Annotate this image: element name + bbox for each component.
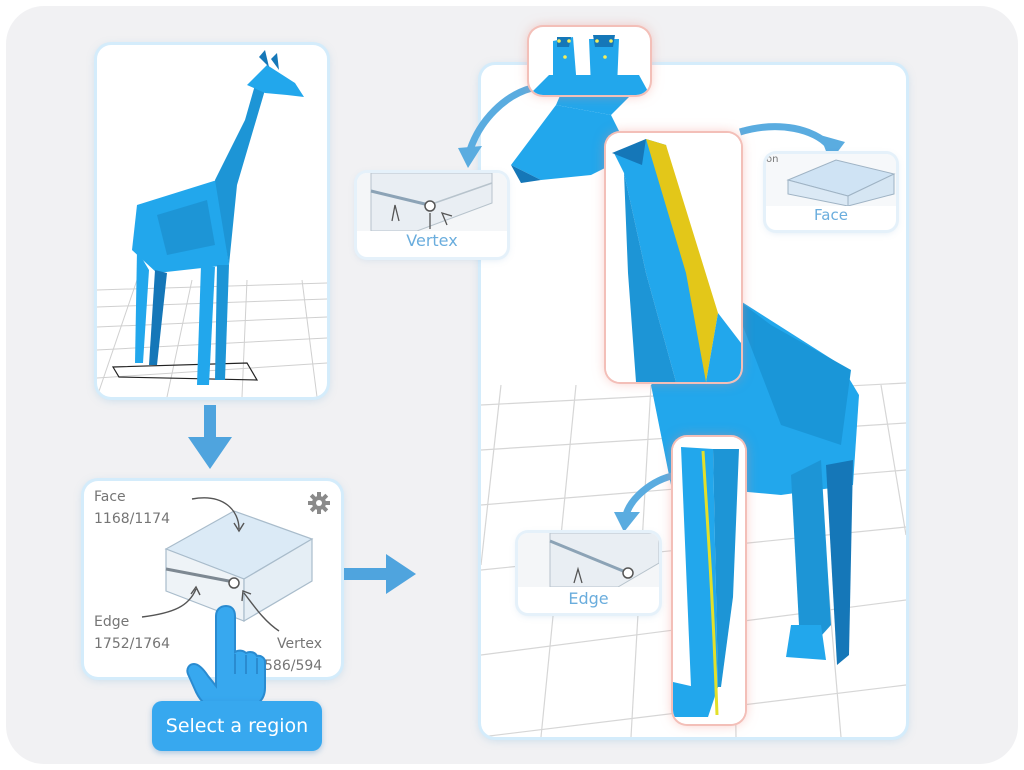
edge-count: 1752/1764: [94, 636, 170, 652]
edge-callout-label: Edge: [568, 589, 609, 608]
edge-callout: Edge: [518, 533, 659, 613]
selection-mode-panel: Face 1168/1174 Edge 1752/1764 Vertex 586…: [84, 481, 341, 677]
edge-label: Edge: [94, 614, 130, 630]
right-arrow: [344, 554, 416, 594]
edge-highlight: [673, 437, 745, 724]
giraffe-preview-panel: [97, 45, 327, 397]
selection-box-illustration: [141, 497, 314, 632]
vertex-callout: Vertex: [357, 173, 507, 257]
vertex-callout-label: Vertex: [406, 231, 458, 250]
vertex-label: Vertex: [277, 636, 323, 652]
vertex-callout-illustration: [357, 173, 507, 231]
giraffe-model: [132, 50, 304, 385]
vertex-count: 586/594: [264, 658, 323, 674]
face-callout-partial-text: on: [766, 154, 779, 165]
select-region-label: Select a region: [165, 715, 309, 737]
select-region-button[interactable]: Select a region: [152, 701, 322, 751]
giraffe-preview-scene: [97, 50, 327, 397]
face-label: Face: [94, 489, 126, 505]
vertex-highlight: [529, 27, 650, 95]
down-arrow: [188, 405, 232, 469]
edge-callout-illustration: [518, 533, 659, 587]
face-highlight: [606, 133, 741, 382]
face-count: 1168/1174: [94, 511, 170, 527]
face-callout-illustration: [766, 154, 896, 206]
gear-icon[interactable]: [308, 492, 330, 514]
face-callout-label: Face: [814, 206, 848, 224]
face-callout: on Face: [766, 154, 896, 230]
